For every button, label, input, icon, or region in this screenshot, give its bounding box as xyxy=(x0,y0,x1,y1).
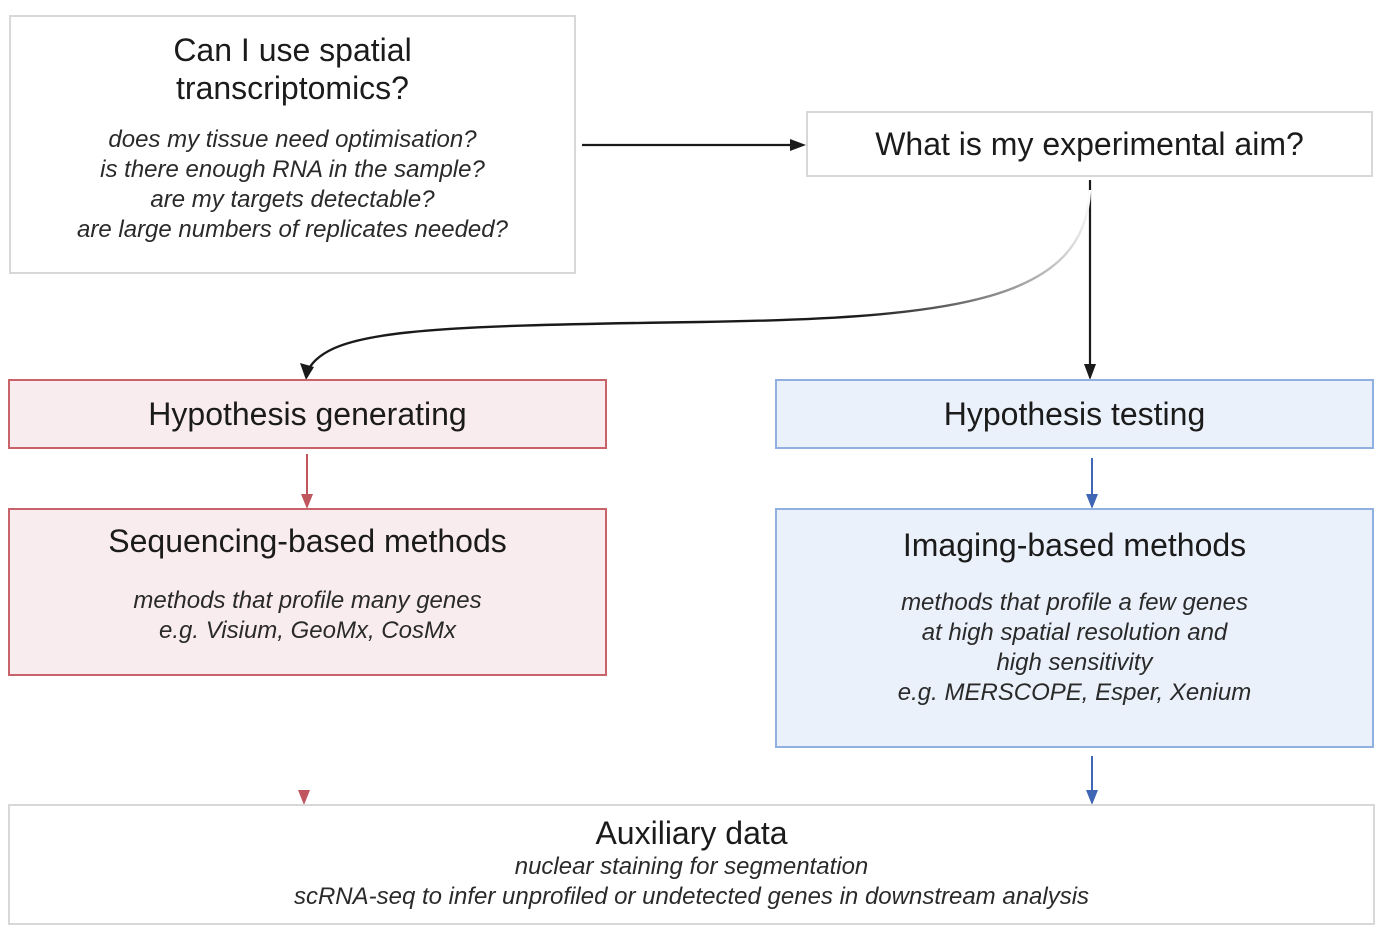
sequencing-methods-description: methods that profile many genes e.g. Vis… xyxy=(10,586,605,646)
imaging-methods-box: Imaging-based methods methods that profi… xyxy=(775,508,1374,748)
arrow-question-to-aim xyxy=(582,139,806,151)
imaging-methods-title: Imaging-based methods xyxy=(902,527,1247,563)
imaging-description-line: high sensitivity xyxy=(996,649,1153,676)
question-consideration-line: are large numbers of replicates needed? xyxy=(77,216,508,243)
auxiliary-data-description: nuclear staining for segmentation scRNA-… xyxy=(10,852,1373,912)
arrow-hg-to-sequencing xyxy=(301,454,313,509)
arrow-ht-to-imaging xyxy=(1086,458,1098,509)
arrow-aim-to-hypothesis-testing xyxy=(1084,180,1096,380)
hypothesis-generating-box: Hypothesis generating xyxy=(8,379,607,449)
question-consideration-line: are my targets detectable? xyxy=(150,186,435,213)
question-consideration-line: is there enough RNA in the sample? xyxy=(100,156,485,183)
sequencing-description-line: e.g. Visium, GeoMx, CosMx xyxy=(159,617,456,644)
imaging-methods-description: methods that profile a few genes at high… xyxy=(777,588,1372,708)
experimental-aim-box: What is my experimental aim? xyxy=(806,111,1373,177)
arrow-imaging-to-auxiliary xyxy=(1086,756,1098,805)
hypothesis-testing-title: Hypothesis testing xyxy=(943,396,1206,432)
hypothesis-generating-title: Hypothesis generating xyxy=(148,396,467,432)
sequencing-methods-title: Sequencing-based methods xyxy=(108,523,507,559)
question-title: Can I use spatial transcriptomics? xyxy=(11,31,574,107)
auxiliary-description-line: nuclear staining for segmentation xyxy=(514,853,869,880)
question-considerations: does my tissue need optimisation? is the… xyxy=(11,125,574,245)
auxiliary-description-line: scRNA-seq to infer unprofiled or undetec… xyxy=(293,883,1090,910)
auxiliary-data-title: Auxiliary data xyxy=(595,815,788,851)
sequencing-methods-box: Sequencing-based methods methods that pr… xyxy=(8,508,607,676)
sequencing-description-line: methods that profile many genes xyxy=(133,587,482,614)
imaging-description-line: at high spatial resolution and xyxy=(921,619,1228,646)
arrow-sequencing-to-auxiliary xyxy=(298,684,310,805)
auxiliary-data-box: Auxiliary data nuclear staining for segm… xyxy=(8,804,1375,925)
question-title-line: transcriptomics? xyxy=(176,70,409,106)
imaging-description-line: e.g. MERSCOPE, Esper, Xenium xyxy=(897,679,1252,706)
question-title-line: Can I use spatial xyxy=(173,32,412,68)
question-consideration-line: does my tissue need optimisation? xyxy=(108,126,477,153)
question-box: Can I use spatial transcriptomics? does … xyxy=(9,15,576,274)
imaging-description-line: methods that profile a few genes xyxy=(901,589,1248,616)
experimental-aim-title: What is my experimental aim? xyxy=(875,126,1304,162)
hypothesis-testing-box: Hypothesis testing xyxy=(775,379,1374,449)
